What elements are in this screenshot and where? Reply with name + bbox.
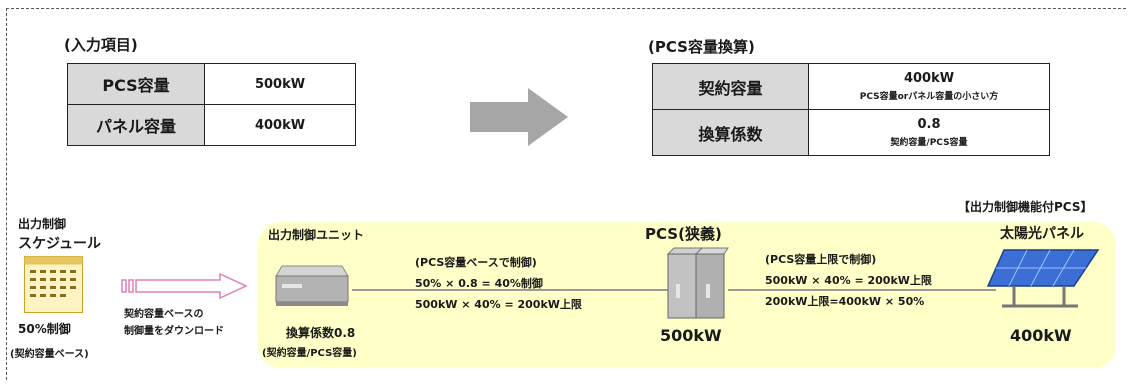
solar-panel-title: 太陽光パネル [1000,226,1084,242]
conversion-row-coefficient: 換算係数 0.8 契約容量/PCS容量 [652,109,1050,156]
calc-left-line2: 50% × 0.8 = 40%制御 [415,277,543,290]
conversion-value: 0.8 [917,117,941,132]
download-text-line1: 契約容量ベースの [124,309,204,320]
solar-panel-capacity: 400kW [1010,326,1072,345]
conversion-label: 契約容量 [652,63,809,110]
pcs-capacity: 500kW [660,326,722,345]
input-row-panel: パネル容量 400kW [67,104,356,146]
conversion-value-cell: 0.8 契約容量/PCS容量 [808,109,1050,156]
input-value: 400kW [204,104,356,146]
conversion-section-title: (PCS容量換算) [648,38,755,56]
input-row-pcs: PCS容量 500kW [67,63,356,105]
system-label: 【出力制御機能付PCS】 [958,200,1093,214]
schedule-basis: (契約容量ベース) [10,349,89,360]
conversion-note: 契約容量/PCS容量 [890,138,968,148]
conversion-label: 換算係数 [652,109,809,156]
dashed-frame [6,8,1126,380]
calc-right-heading: (PCS容量上限で制御) [765,253,877,266]
calc-left-line3: 500kW × 40% = 200kW上限 [415,298,582,311]
conversion-table: 契約容量 400kW PCS容量orパネル容量の小さい方 換算係数 0.8 契約… [652,63,1050,156]
line-unit-to-pcs [352,289,668,291]
calc-right-line2: 500kW × 40% = 200kW上限 [765,274,932,287]
control-unit-title: 出力制御ユニット [268,228,365,242]
calc-left-heading: (PCS容量ベースで制御) [415,256,537,269]
schedule-percent: 50%制御 [18,322,71,336]
input-label: PCS容量 [67,63,205,105]
schedule-title: 出力制御 [18,217,67,231]
conversion-value-cell: 400kW PCS容量orパネル容量の小さい方 [808,63,1050,110]
input-label: パネル容量 [67,104,205,146]
unit-coefficient: 換算係数0.8 [286,326,356,340]
unit-coefficient-note: (契約容量/PCS容量) [262,348,357,359]
download-text-line2: 制御量をダウンロード [124,326,224,337]
solar-panel-icon [986,249,1100,308]
pcs-cabinet-icon [666,247,729,319]
calc-right-line3: 200kW上限=400kW × 50% [765,295,925,308]
conversion-row-contract: 契約容量 400kW PCS容量orパネル容量の小さい方 [652,63,1050,110]
input-value: 500kW [204,63,356,105]
conversion-arrow-icon [470,88,568,146]
input-section-title: (入力項目) [64,36,138,54]
pcs-title: PCS(狭義) [645,225,722,243]
line-pcs-to-panel [728,289,996,291]
calendar-icon [24,256,83,313]
conversion-note: PCS容量orパネル容量の小さい方 [859,92,999,102]
schedule-subtitle: スケジュール [18,236,102,252]
input-table: PCS容量 500kW パネル容量 400kW [67,63,356,146]
download-arrow-icon [121,272,248,300]
conversion-value: 400kW [903,71,955,86]
control-unit-device-icon [275,265,349,306]
